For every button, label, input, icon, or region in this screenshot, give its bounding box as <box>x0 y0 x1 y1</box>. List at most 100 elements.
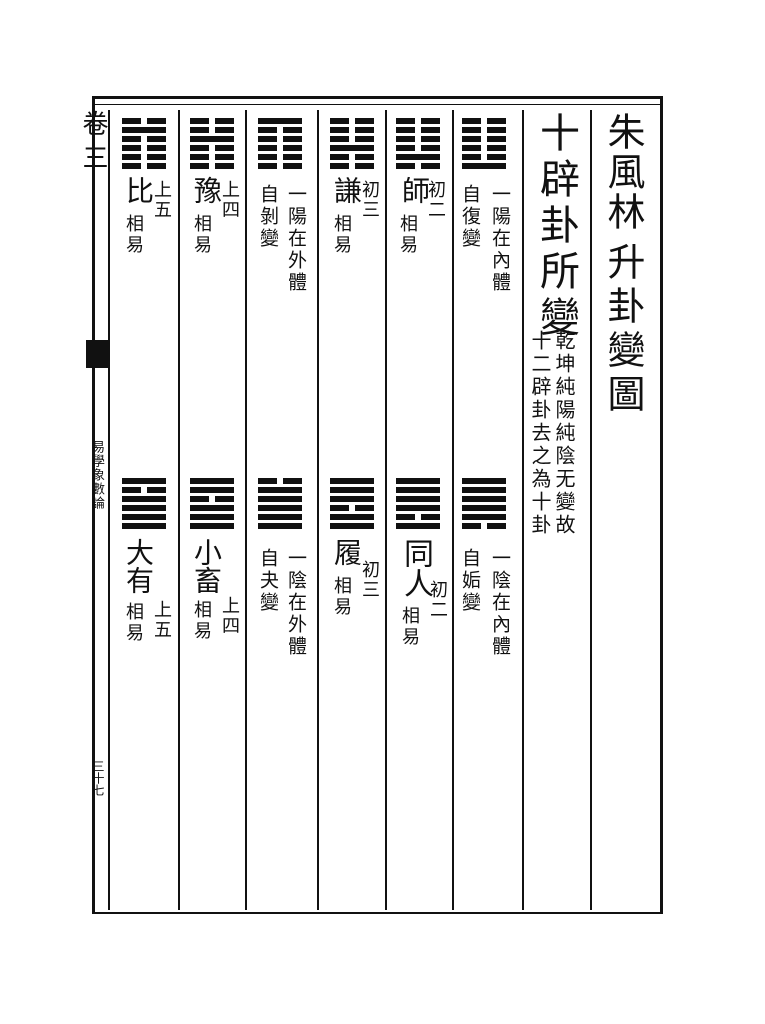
hexagram-broken-line <box>396 127 440 133</box>
hexagram-note: 相易 <box>123 214 144 256</box>
header-author: 朱風林 <box>601 112 645 232</box>
hexagram-broken-line <box>330 118 374 124</box>
hexagram-name: 大有 <box>122 538 155 594</box>
hexagram-note: 相易 <box>331 576 352 618</box>
hexagram-note: 相易 <box>399 606 420 648</box>
hexagram-name: 同人 <box>398 538 433 598</box>
hexagram-broken-line <box>462 154 506 160</box>
hexagram-solid-line <box>258 496 302 502</box>
hexagram-note: 相易 <box>191 214 212 256</box>
hexagram-position: 上五 <box>151 600 172 640</box>
section-note-line2: 十二辟卦去之為十卦 <box>528 330 552 537</box>
hexagram-position: 初二 <box>427 580 448 620</box>
hexagram-broken-line <box>258 145 302 151</box>
edge-rule-top-inner <box>92 104 662 105</box>
hexagram-broken-line <box>190 496 234 502</box>
hexagram-position: 初三 <box>359 560 380 600</box>
entry-line1: 一陽在內體 <box>489 184 511 294</box>
hexagram-solid-line <box>122 505 166 511</box>
hexagram-broken-line <box>258 478 302 484</box>
hexagram-solid-line <box>330 145 374 151</box>
hexagram-solid-line <box>330 478 374 484</box>
hexagram-solid-line <box>122 127 166 133</box>
edge-fish-tail <box>86 340 110 368</box>
hexagram-broken-line <box>258 136 302 142</box>
col-line <box>108 110 110 910</box>
section-title: 十辟卦所變 <box>533 112 579 342</box>
edge-chapter: 卷三 <box>78 110 108 178</box>
hexagram-broken-line <box>258 154 302 160</box>
edge-book-title: 易學象數論 <box>89 440 104 510</box>
hexagram-solid-line <box>122 523 166 529</box>
hexagram-note: 相易 <box>397 214 418 256</box>
hexagram-solid-line <box>330 514 374 520</box>
hexagram-solid-line <box>122 514 166 520</box>
hexagram-solid-line <box>462 496 506 502</box>
hexagram-solid-line <box>330 523 374 529</box>
hexagram-solid-line <box>330 487 374 493</box>
hexagram-solid-line <box>190 505 234 511</box>
hexagram-solid-line <box>462 514 506 520</box>
col-line <box>452 110 454 910</box>
hexagram-note: 相易 <box>191 600 212 642</box>
hexagram-broken-line <box>190 118 234 124</box>
hexagram-broken-line <box>330 127 374 133</box>
col-line <box>245 110 247 910</box>
hexagram-broken-line <box>396 145 440 151</box>
hexagram-note: 相易 <box>123 602 144 644</box>
hexagram-solid-line <box>396 487 440 493</box>
hexagram-name: 小畜 <box>190 538 223 594</box>
col-line <box>590 110 592 910</box>
col-line <box>522 110 524 910</box>
col-line <box>178 110 180 910</box>
hexagram-solid-line <box>190 478 234 484</box>
hexagram-broken-line <box>396 163 440 169</box>
hexagram-solid-line <box>330 496 374 502</box>
hexagram-broken-line <box>462 145 506 151</box>
entry-line2: 自剝變 <box>257 184 279 250</box>
hexagram-name: 豫 <box>190 176 223 204</box>
entry-line1: 一陰在內體 <box>489 548 511 658</box>
hexagram-position: 初二 <box>425 180 446 220</box>
hexagram-solid-line <box>190 487 234 493</box>
hexagram-broken-line <box>190 154 234 160</box>
hexagram-name: 謙 <box>330 176 363 204</box>
hexagram-broken-line <box>190 127 234 133</box>
hexagram-solid-line <box>122 496 166 502</box>
hexagram-broken-line <box>462 136 506 142</box>
hexagram-position: 上五 <box>151 180 172 220</box>
hexagram-solid-line <box>462 505 506 511</box>
header-diagram-title: 升卦變圖 <box>601 242 645 418</box>
hexagram-solid-line <box>462 478 506 484</box>
hexagram-broken-line <box>122 154 166 160</box>
hexagram-broken-line <box>396 136 440 142</box>
hexagram-broken-line <box>122 145 166 151</box>
hexagram-name: 比 <box>122 176 155 204</box>
entry-line2: 自復變 <box>459 184 481 250</box>
hexagram-name: 履 <box>330 538 363 566</box>
hexagram-solid-line <box>122 478 166 484</box>
hexagram-solid-line <box>258 487 302 493</box>
hexagram-solid-line <box>462 487 506 493</box>
hexagram-broken-line <box>462 523 506 529</box>
hexagram-broken-line <box>258 127 302 133</box>
entry-line2: 自姤變 <box>459 548 481 614</box>
hexagram-broken-line <box>330 154 374 160</box>
hexagram-broken-line <box>396 118 440 124</box>
section-note-line1: 乾坤純陽純陰无變故 <box>552 330 576 537</box>
entry-line2: 自夬變 <box>257 548 279 614</box>
hexagram-solid-line <box>258 514 302 520</box>
hexagram-solid-line <box>190 523 234 529</box>
outer-border-right <box>660 96 663 914</box>
hexagram-name: 師 <box>398 176 431 204</box>
entry-line1: 一陽在外體 <box>285 184 307 294</box>
hexagram-solid-line <box>396 154 440 160</box>
edge-rule-top <box>92 96 662 99</box>
hexagram-note: 相易 <box>331 214 352 256</box>
entry-line1: 一陰在外體 <box>285 548 307 658</box>
hexagram-solid-line <box>396 523 440 529</box>
hexagram-broken-line <box>396 514 440 520</box>
hexagram-solid-line <box>258 523 302 529</box>
hexagram-solid-line <box>258 118 302 124</box>
